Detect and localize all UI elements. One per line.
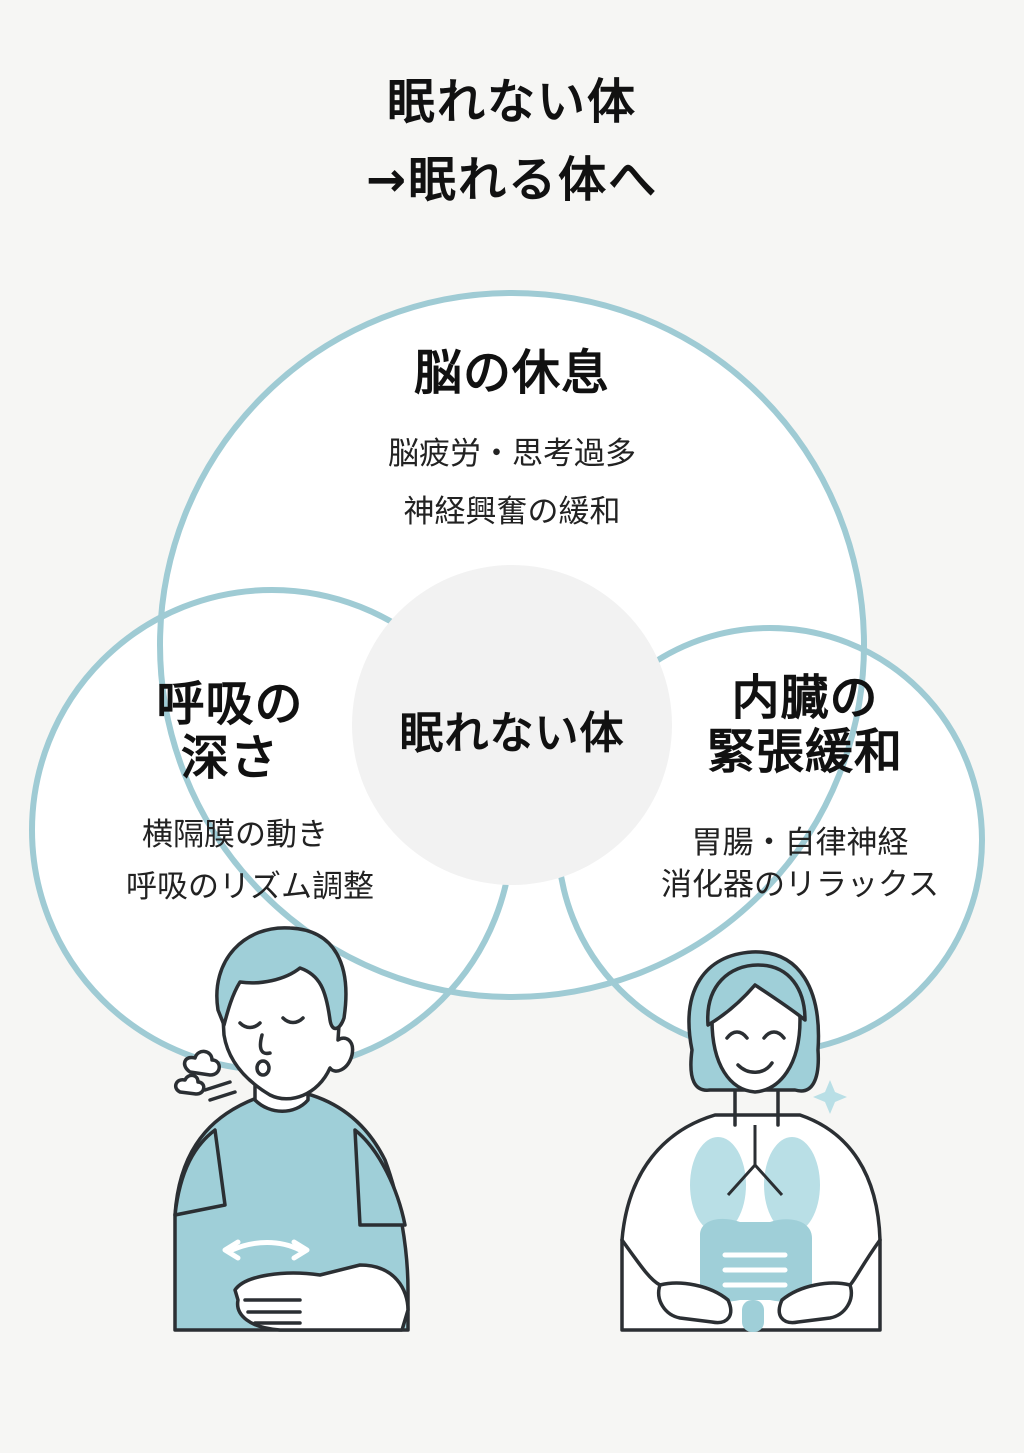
left-circle-heading-2: 深さ	[180, 730, 279, 786]
breathing-man-icon	[173, 926, 410, 1332]
top-circle-outline	[157, 290, 867, 1000]
center-circle	[352, 565, 672, 885]
top-circle-text-1: 脳疲労・思考過多	[388, 436, 636, 472]
right-circle-heading-1: 内臓の	[731, 670, 879, 726]
organs-icon	[690, 1125, 820, 1332]
right-circle-text-1: 胃腸・自律神経	[691, 825, 909, 861]
hands-icon	[620, 1238, 882, 1325]
right-circle-text-2: 消化器のリラックス	[660, 867, 940, 903]
left-circle-heading-1: 呼吸の	[156, 676, 304, 732]
left-circle-text-2: 呼吸のリズム調整	[126, 869, 374, 905]
center-label: 眠れない体	[399, 708, 625, 759]
breathing-arrow-icon	[222, 1239, 310, 1261]
page-title-line2: →眠れる体へ	[365, 152, 659, 208]
top-circle-text-2: 神経興奮の緩和	[403, 494, 621, 530]
left-circle-text-1: 横隔膜の動き	[142, 817, 328, 853]
top-circle-heading: 脳の休息	[413, 345, 610, 401]
page-title-line1: 眠れない体	[386, 74, 637, 130]
right-circle-heading-2: 緊張緩和	[706, 724, 903, 780]
